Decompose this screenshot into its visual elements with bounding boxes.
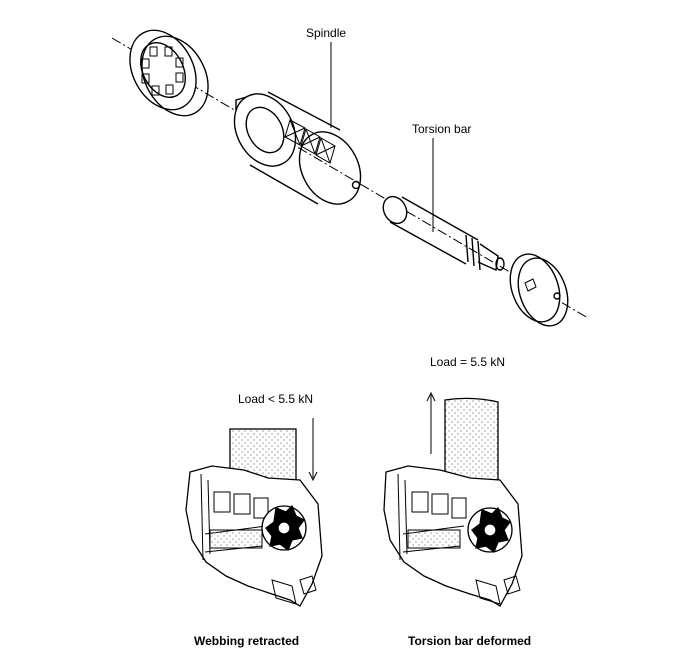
arrow-up-right-head [426, 391, 436, 402]
spindle-drum [233, 91, 362, 205]
spindle-label: Spindle [306, 26, 347, 40]
torsion-bar-label: Torsion bar [412, 122, 472, 136]
torsion-bar-part [382, 195, 505, 272]
bearing-ring [129, 29, 209, 117]
caption-torsion-bar-deformed: Torsion bar deformed [408, 634, 532, 648]
arrow-down-left-head [308, 471, 318, 482]
retractor-right [383, 397, 523, 607]
retractor-left [185, 428, 323, 607]
load-equal-label: Load = 5.5 kN [430, 355, 506, 369]
end-cap [509, 253, 569, 327]
load-less-label: Load < 5.5 kN [238, 392, 314, 406]
exploded-view [111, 29, 589, 327]
caption-webbing-retracted: Webbing retracted [194, 634, 300, 648]
leader-lines [330, 42, 434, 232]
